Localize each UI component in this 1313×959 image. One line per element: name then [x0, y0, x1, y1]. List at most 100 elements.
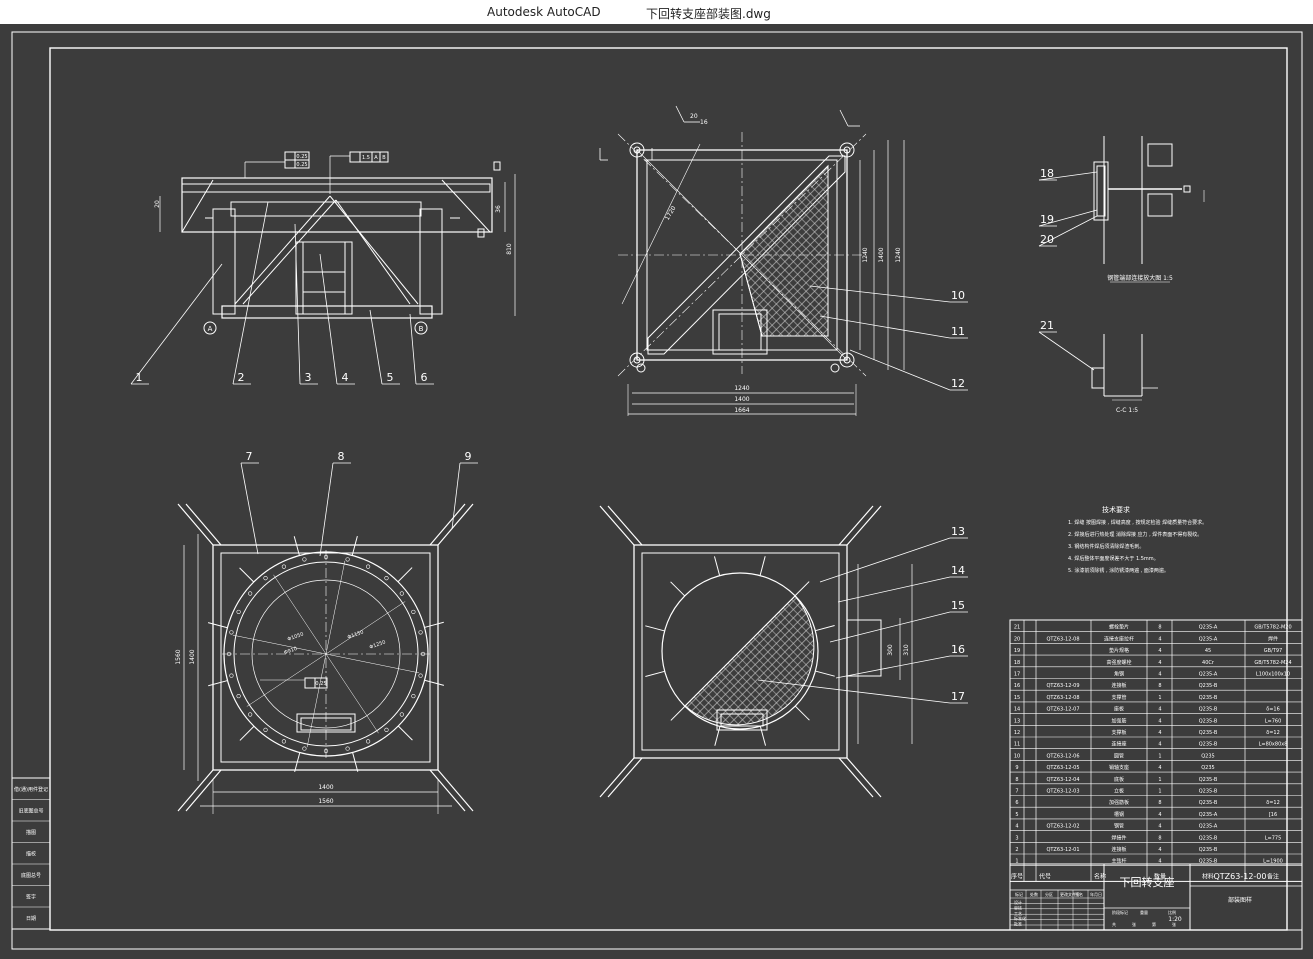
bom-cell: 9 — [1015, 765, 1018, 771]
tolerance-value: 0.25 — [296, 162, 307, 168]
dim-text: 1720 — [664, 205, 678, 222]
bom-cell: Q235-B — [1199, 742, 1218, 748]
dim-text: 300 — [887, 644, 894, 656]
bom-cell: L=775 — [1265, 835, 1282, 841]
ring-bolt-hole — [418, 630, 423, 635]
bom-cell: δ=12 — [1266, 730, 1280, 736]
bom-cell: 螺栓垫片 — [1109, 624, 1129, 631]
bom-header: 材料 — [1202, 872, 1214, 880]
balloon-15: 15 — [951, 599, 965, 612]
plan-access-inner — [718, 313, 762, 351]
gusset — [181, 179, 214, 233]
bom-cell: 5 — [1015, 812, 1018, 818]
bom-cell: 4 — [1158, 742, 1161, 748]
bom-cell: Q235-A — [1199, 824, 1218, 830]
tol-sym — [284, 159, 296, 169]
outrigger — [185, 769, 222, 812]
bom-cell: Q235-B — [1199, 730, 1218, 736]
datum-b-circle — [414, 321, 428, 335]
tb-label: 阶段标记 — [1112, 909, 1128, 915]
bom-cell: 销轴支座 — [1109, 764, 1129, 771]
ring-bolt-hole — [384, 727, 389, 732]
bom-cell: 垫片规格 — [1109, 647, 1129, 654]
dim-text: 1240 — [895, 247, 902, 262]
ring-bolt-hole — [399, 591, 404, 596]
bom-header: 代号 — [1039, 872, 1051, 880]
balloon-3: 3 — [305, 371, 312, 384]
radial-dim-line — [232, 634, 327, 655]
tb-label: 工艺 — [1014, 911, 1022, 916]
tb-label: 标记 — [1015, 891, 1023, 897]
base-inner — [220, 552, 431, 763]
bom-cell: 连接座 — [1111, 741, 1126, 748]
app-name: Autodesk AutoCAD — [487, 5, 601, 19]
base2-side-plate — [846, 619, 882, 677]
balloon-leader — [835, 655, 951, 679]
balloon-leader — [130, 263, 223, 385]
bom-cell: 8 — [1158, 835, 1161, 841]
window-title-bar: Autodesk AutoCAD 下回转支座部装图.dwg — [0, 0, 1313, 24]
tb-label: 分区 — [1045, 891, 1053, 897]
bom-cell: 连接板 — [1111, 846, 1126, 853]
strip-label: 描校 — [26, 851, 36, 858]
balloon-leader — [319, 253, 338, 385]
tolerance-value: 1.5 — [362, 155, 370, 161]
plan-access-opening — [712, 309, 768, 355]
datum-a: A — [208, 325, 213, 333]
tol-frame — [304, 677, 316, 689]
balloon-leader — [829, 611, 951, 643]
front-left-column — [212, 208, 236, 315]
rib — [645, 625, 665, 632]
dim-text: Φ1150 — [347, 629, 365, 640]
bom-cell: 连接板 — [1111, 682, 1126, 689]
tb-label: 重量 — [1140, 909, 1148, 915]
bom-cell: QTZ63-12-03 — [1046, 789, 1079, 795]
gusset — [441, 179, 491, 233]
bom-cell: 4 — [1158, 707, 1161, 713]
tb-label: 更改文件号 — [1060, 891, 1080, 897]
bom-cell: QTZ63-12-02 — [1046, 824, 1079, 830]
ring-bolt-hole — [236, 693, 241, 699]
base-ring-mid — [233, 561, 419, 747]
tb-label: 共 — [1112, 921, 1116, 927]
bom-cell: 加强筋板 — [1109, 799, 1129, 806]
bom-cell: 4 — [1158, 847, 1161, 853]
washer — [830, 363, 840, 373]
weld-text: 20 — [690, 113, 698, 120]
tol-frame — [379, 151, 389, 163]
bom-cell: Q235-A — [1199, 625, 1218, 631]
dim-text: 810 — [506, 243, 513, 255]
bom-cell: 17 — [1014, 672, 1020, 678]
front-ladder-frame — [295, 241, 353, 315]
balloon-18: 18 — [1040, 167, 1054, 180]
rib — [670, 705, 686, 721]
bom-cell: 4 — [1158, 859, 1161, 865]
dim-text: 36 — [495, 205, 502, 213]
centerline — [617, 133, 867, 377]
bom-cell: QTZ63-12-01 — [1046, 847, 1079, 853]
radial-dim-line — [273, 574, 327, 655]
ring-bolt-hole — [229, 630, 234, 635]
dim-text: Φ1250 — [369, 639, 387, 650]
bom-cell: 焊接件 — [1111, 834, 1126, 841]
plan-hatched-outline — [739, 164, 829, 337]
tb-label: 批准 — [1014, 921, 1022, 927]
bom-cell: 4 — [1158, 648, 1161, 654]
bom-cell: 14 — [1014, 707, 1020, 713]
dim-text: 1240 — [862, 247, 869, 262]
bom-cell: QTZ63-12-08 — [1046, 636, 1079, 642]
balloon-8: 8 — [338, 450, 345, 463]
balloon-1: 1 — [136, 371, 143, 384]
bolt-hole — [843, 146, 851, 154]
bom-cell: Q235-A — [1199, 636, 1218, 642]
bom-cell: L=80x80x8 — [1259, 742, 1288, 748]
bom-cell: Q235-B — [1199, 859, 1218, 865]
tol-frame — [349, 151, 361, 163]
dim-text: 310 — [903, 644, 910, 656]
detail-plate — [1091, 367, 1105, 389]
ring-bolt-hole — [281, 739, 287, 744]
balloon-6: 6 — [421, 371, 428, 384]
outrigger — [429, 503, 466, 546]
